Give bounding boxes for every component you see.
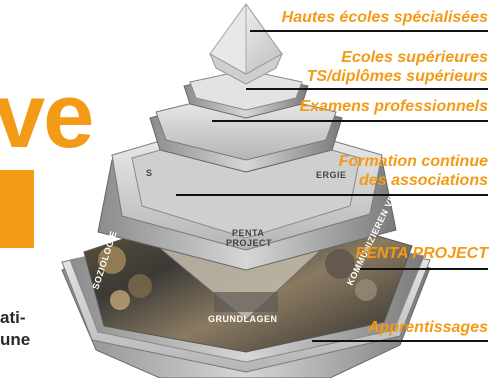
body-text-fragment-2: une — [0, 330, 31, 349]
label-penta-project: PENTA PROJECT — [355, 245, 488, 262]
pyramid-crystal-top — [208, 2, 284, 85]
pyramid-bottom-face-label: GRUNDLAGEN — [208, 314, 278, 324]
label-ecoles-superieures-line1: Ecoles supérieures — [341, 49, 488, 66]
leader-examens-professionnels — [212, 120, 488, 122]
big-orange-heading-fragment: ve — [0, 65, 94, 167]
orange-bar — [0, 170, 34, 248]
leader-penta-project — [360, 268, 488, 270]
pyramid-top-right-label: ERGIE — [316, 170, 347, 180]
leader-formation-continue — [176, 194, 488, 196]
label-ecoles-superieures-line2: TS/diplômes supérieurs — [306, 68, 488, 85]
label-apprentissages: Apprentissages — [367, 319, 488, 336]
label-hautes-ecoles: Hautes écoles spécialisées — [281, 9, 488, 26]
label-formation-continue-line1: Formation continue — [338, 153, 488, 170]
body-text-fragment-1: ati- — [0, 308, 26, 327]
label-examens-professionnels: Examens professionnels — [299, 98, 488, 115]
pyramid-top-left-label: S — [146, 168, 153, 178]
pyramid-center-label-2: PROJECT — [226, 238, 272, 248]
leader-hautes-ecoles — [250, 30, 488, 32]
pyramid-upper-tiers — [149, 69, 343, 173]
label-formation-continue-line2: des associations — [359, 172, 488, 189]
leader-ecoles-superieures — [246, 88, 488, 90]
leader-apprentissages — [312, 340, 488, 342]
pyramid-center-label: PENTA — [232, 228, 264, 238]
